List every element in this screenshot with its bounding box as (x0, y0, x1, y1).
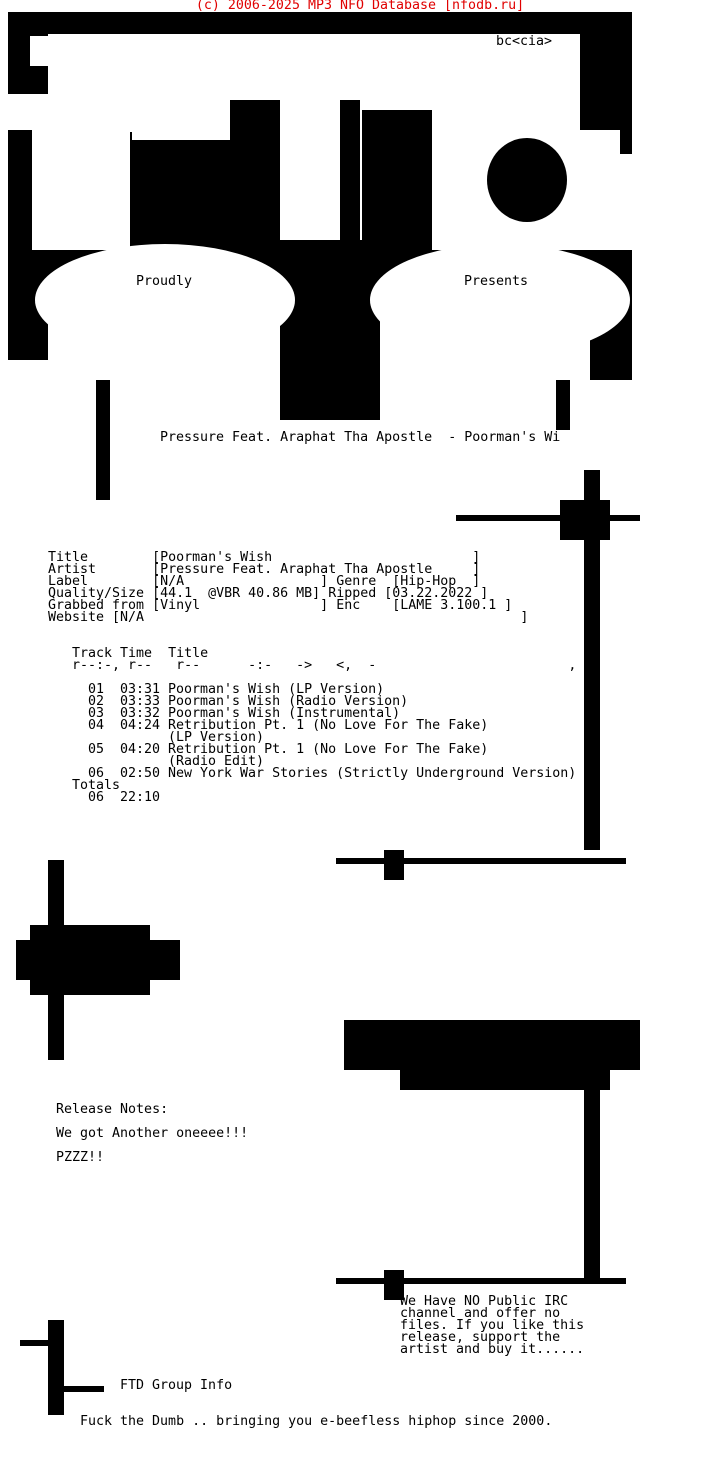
track-title: New York War Stories (Strictly Undergrou… (168, 766, 577, 781)
info-title: Title [Poorman's Wish ] (48, 550, 481, 565)
track-title: Poorman's Wish (Instrumental) (168, 706, 401, 721)
release-notes-line: We got Another oneeee!!! (56, 1126, 249, 1141)
track-title: Poorman's Wish (Radio Version) (168, 694, 409, 709)
release-notes-heading: Release Notes: (56, 1102, 169, 1117)
track-num: 03 (88, 706, 105, 721)
totals-num: 06 (88, 790, 105, 805)
track-title-cont: (Radio Edit) (168, 754, 265, 769)
presents-text: Presents (464, 274, 529, 289)
totals-label: Totals (72, 778, 121, 793)
proudly-text: Proudly (136, 274, 193, 289)
track-time: 03:31 (120, 682, 161, 697)
track-num: 02 (88, 694, 105, 709)
info-grabbed-enc: Grabbed from [Vinyl ] Enc [LAME 3.100.1 … (48, 598, 513, 613)
track-time: 03:32 (120, 706, 161, 721)
info-artist: Artist [Pressure Feat. Araphat Tha Apost… (48, 562, 481, 577)
art-credit: bc<cia> (496, 34, 553, 49)
irc-line: release, support the (400, 1330, 561, 1345)
track-num: 04 (88, 718, 105, 733)
copyright-header: (c) 2006-2025 MP3 NFO Database [nfodb.ru… (195, 0, 525, 13)
track-time: 04:24 (120, 718, 161, 733)
irc-line: artist and buy it...... (400, 1342, 585, 1357)
info-website: Website [N/A ] (48, 610, 529, 625)
irc-line: We Have NO Public IRC (400, 1294, 569, 1309)
group-info-heading: FTD Group Info (120, 1378, 233, 1393)
group-tagline: Fuck the Dumb .. bringing you e-beefless… (80, 1414, 553, 1429)
irc-line: files. If you like this (400, 1318, 585, 1333)
track-num: 01 (88, 682, 105, 697)
track-title: Poorman's Wish (LP Version) (168, 682, 385, 697)
track-title: Retribution Pt. 1 (No Love For The Fake) (168, 718, 489, 733)
release-line: Pressure Feat. Araphat Tha Apostle - Poo… (160, 430, 561, 445)
release-notes-line: PZZZ!! (56, 1150, 105, 1165)
track-num: 05 (88, 742, 105, 757)
track-title: Retribution Pt. 1 (No Love For The Fake) (168, 742, 489, 757)
totals-time: 22:10 (120, 790, 161, 805)
track-time: 03:33 (120, 694, 161, 709)
info-label-genre: Label [N/A ] Genre [Hip-Hop ] (48, 574, 481, 589)
track-time: 04:20 (120, 742, 161, 757)
tracklist-separator: r--:-, r-- r-- -:- -> <, - , (72, 658, 577, 673)
track-title-cont: (LP Version) (168, 730, 265, 745)
track-time: 02:50 (120, 766, 161, 781)
info-quality-ripped: Quality/Size [44.1 @VBR 40.86 MB] Ripped… (48, 586, 489, 601)
irc-line: channel and offer no (400, 1306, 561, 1321)
track-num: 06 (88, 766, 105, 781)
tracklist-header: Track Time Title (72, 646, 209, 661)
